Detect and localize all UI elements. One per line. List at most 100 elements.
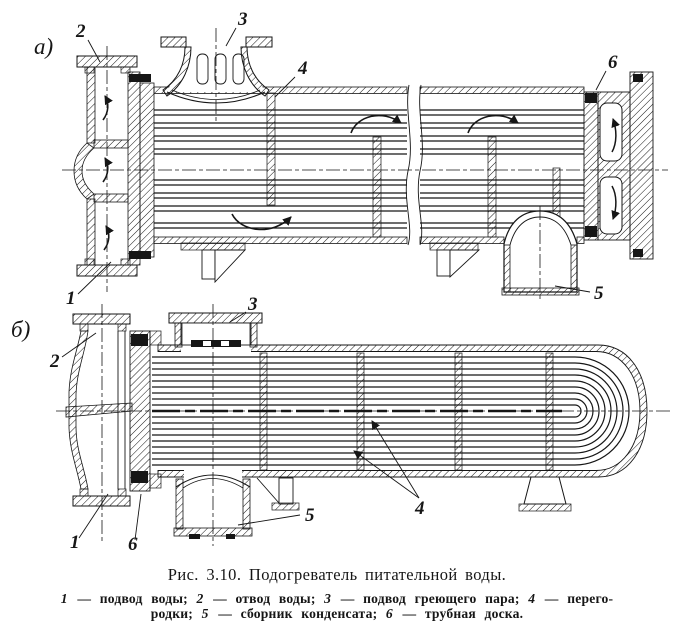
- tube-sheet: [129, 330, 151, 492]
- flow-arrow: [102, 157, 113, 183]
- callout-5-a: 5: [594, 283, 604, 304]
- callouts-b: б) 3 2 1 6 5 4: [11, 294, 425, 555]
- header-wall: [86, 66, 96, 144]
- header-flange-step: [117, 323, 127, 332]
- leader-arrow: [371, 420, 420, 499]
- header-wall: [86, 198, 96, 266]
- flow-arrow: [467, 114, 519, 134]
- header-wall-bulge: [73, 142, 95, 200]
- shell-wall: [576, 236, 585, 244]
- pass-partition: [93, 139, 129, 149]
- distributor-slot: [196, 53, 209, 85]
- tube-sheet-a: [583, 91, 599, 241]
- collector-dome: [503, 210, 578, 293]
- collector-wall: [570, 244, 578, 293]
- leader-line: [225, 27, 237, 47]
- leader-line: [237, 514, 301, 526]
- flow-arrow: [103, 225, 114, 251]
- leader-line: [77, 261, 112, 295]
- flow-arrows-a: [102, 95, 519, 251]
- condensate-collector-a: [501, 206, 580, 300]
- support-foot: [271, 502, 300, 511]
- callout-3-b: 3: [247, 294, 258, 315]
- collector-seal: [226, 534, 235, 539]
- callouts-a: а) 2 3 4 6 1 5: [34, 9, 618, 309]
- callout-1-a: 1: [66, 288, 76, 309]
- header-flange: [72, 495, 131, 507]
- support-rib: [278, 477, 294, 505]
- figure-legend-line-2: родки; 5 — сборник конденсата; 6 — трубн…: [150, 606, 524, 621]
- steam-inlet-nozzle-b: [168, 304, 263, 546]
- figure-legend-line-1: 1 — подвод воды; 2 — отвод воды; 3 — под…: [60, 591, 614, 606]
- collector-wall: [175, 478, 184, 530]
- baffle: [372, 136, 382, 238]
- view-b-label: б): [11, 317, 30, 342]
- tube-sheet: [583, 91, 599, 241]
- pass-partition: [93, 193, 129, 203]
- support-gusset: [214, 249, 247, 284]
- break-line: [417, 84, 423, 246]
- shell-wall: [419, 86, 585, 94]
- leader-line: [78, 493, 109, 539]
- sheet-seal: [131, 334, 148, 346]
- callout-3-a: 3: [237, 9, 248, 30]
- nozzle-wall: [249, 322, 258, 348]
- joint-bolt: [129, 251, 151, 259]
- flow-arrow: [611, 118, 620, 153]
- baffle: [487, 136, 497, 238]
- distributor-slot: [203, 341, 211, 346]
- callout-4-b: 4: [414, 498, 425, 519]
- tube-bundle-a: [154, 109, 584, 229]
- leader-line: [61, 332, 97, 358]
- nozzle-wall: [240, 46, 270, 97]
- tube-rows: [154, 179, 407, 229]
- tube-sheet-b: [129, 330, 162, 492]
- flow-arrow: [102, 95, 113, 121]
- leader-line: [554, 285, 591, 293]
- header-flange: [72, 313, 131, 325]
- water-return-chamber-a: [597, 71, 654, 260]
- figure-caption-title: Рис. 3.10. Подогреватель питательной вод…: [167, 565, 507, 584]
- cover-bolt: [633, 74, 643, 82]
- break-line: [405, 84, 411, 246]
- leader-line: [229, 311, 247, 323]
- shell-flange-ring: [149, 473, 162, 489]
- callout-6-a: 6: [608, 52, 618, 73]
- leader-arrow: [353, 450, 420, 499]
- joint-bolt: [129, 74, 151, 82]
- header-flange-step: [84, 258, 95, 266]
- shell-flange-ring: [149, 330, 162, 346]
- supports-a: [180, 242, 481, 284]
- shell-a: [153, 84, 585, 246]
- distributor-slot: [221, 341, 229, 346]
- support-rib: [201, 249, 216, 280]
- water-header-a: [73, 46, 155, 292]
- leader-line: [87, 39, 101, 63]
- tube-rows: [154, 109, 407, 155]
- leader-line: [134, 493, 142, 541]
- leader-line: [274, 76, 296, 98]
- view-b: б) 3 2 1 6 5 4: [11, 294, 670, 555]
- water-header-b: [65, 304, 133, 542]
- distributor-slot: [214, 53, 227, 85]
- header-joint: [117, 331, 126, 489]
- collector-bottom: [501, 287, 580, 296]
- flow-arrow: [231, 213, 292, 231]
- collector-dome-inner: [182, 478, 244, 489]
- distributor-plate: [191, 340, 241, 347]
- support-foot: [518, 503, 572, 512]
- chamber-pocket: [599, 176, 623, 235]
- support-gusset: [256, 477, 280, 504]
- support-gusset: [449, 249, 481, 279]
- shell-cut-nozzle: [181, 344, 251, 353]
- leader-line: [595, 70, 607, 91]
- sheet-seal: [585, 226, 597, 237]
- support-pad: [180, 242, 246, 251]
- callout-2-a: 2: [75, 21, 86, 42]
- distributor-dish: [171, 89, 261, 100]
- collector-wall: [503, 244, 511, 293]
- supports-b: [256, 476, 572, 512]
- condensate-collector-b: [173, 474, 253, 539]
- support-pad: [429, 242, 479, 251]
